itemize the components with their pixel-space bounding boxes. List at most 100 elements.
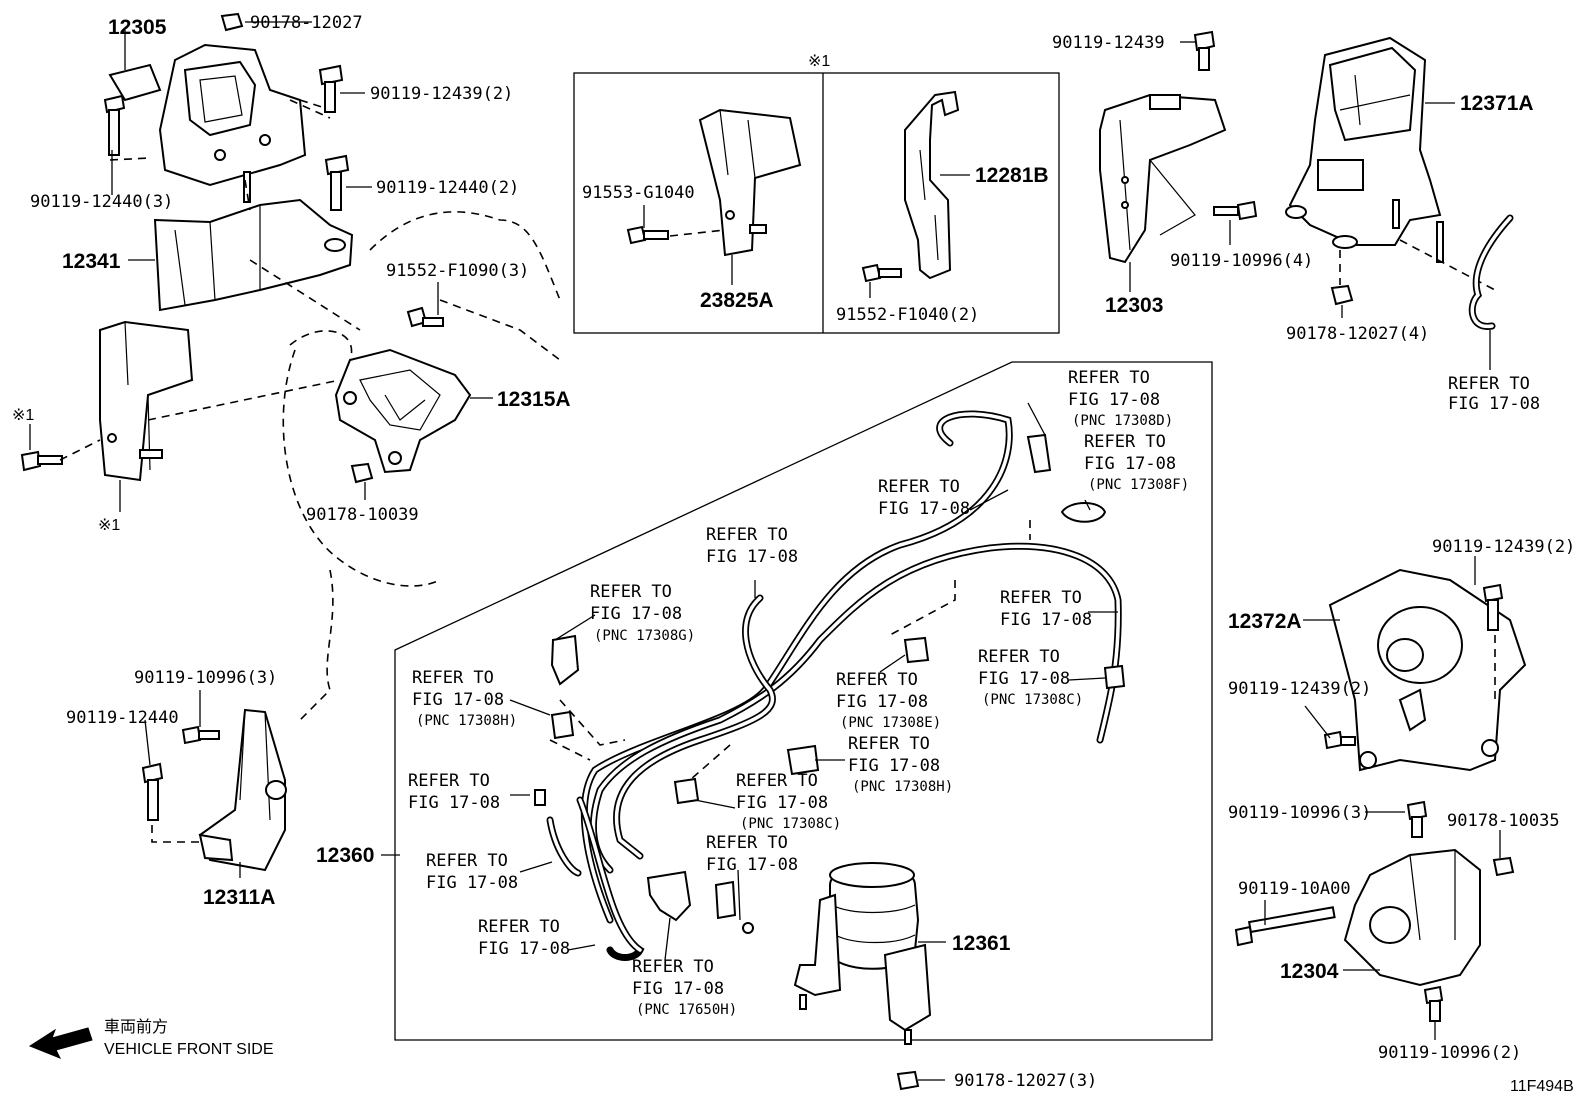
bracket-12341	[153, 198, 354, 312]
part-label-12303: 12303	[1105, 294, 1163, 317]
refer-line: REFER TO	[736, 771, 818, 791]
part-label-90119-10996-4: 90119-10996(4)	[1170, 251, 1313, 271]
refer-line: REFER TO	[590, 582, 672, 602]
refer-line: REFER TO	[632, 957, 714, 977]
hose-group-frame	[394, 361, 1213, 1041]
bracket-ref1-left	[99, 320, 194, 482]
part-label-90178-12027-4: 90178-12027(4)	[1286, 324, 1429, 344]
refer-fig-12371: FIG 17-08	[1448, 394, 1540, 414]
vehicle-front-arrow-icon	[28, 1027, 93, 1059]
leader-dash-inset	[669, 229, 726, 237]
refer-pnc: (PNC 17308G)	[594, 628, 695, 644]
refer-fig: FIG 17-08	[848, 756, 940, 776]
nut-90178-10035	[1492, 856, 1515, 877]
bolt-91552-f1040	[861, 263, 902, 283]
part-label-90119-10a00: 90119-10A00	[1238, 879, 1351, 899]
part-label-12372A: 12372A	[1228, 610, 1302, 633]
part-label-91552-f1090-3: 91552-F1090(3)	[386, 261, 529, 281]
part-label-90119-10996-3: 90119-10996(3)	[134, 668, 277, 688]
mount-12371A	[1285, 36, 1444, 263]
ref-mark-inset: ※1	[808, 53, 830, 70]
part-label-90119-12439-2-upper: 90119-12439(2)	[1432, 537, 1575, 557]
refer-line: REFER TO	[426, 851, 508, 871]
bolt-90119-12439-top	[1193, 30, 1216, 71]
bolt-90119-12440	[141, 762, 164, 821]
refer-fig: FIG 17-08	[878, 499, 970, 519]
refer-callout-c2: REFER TO FIG 17-08 (PNC 17308C)	[736, 771, 841, 832]
refer-callout-17650h: REFER TO FIG 17-08 (PNC 17650H)	[632, 957, 737, 1018]
hook-12281B	[904, 90, 960, 280]
refer-pnc: (PNC 17308D)	[1072, 413, 1173, 429]
mount-12361	[793, 862, 932, 1045]
part-label-12341: 12341	[62, 250, 121, 273]
refer-callout-h2: REFER TO FIG 17-08 (PNC 17308H)	[848, 734, 953, 795]
refer-line: REFER TO	[408, 771, 490, 791]
part-label-90119-12440-2: 90119-12440(2)	[376, 178, 519, 198]
refer-line: REFER TO	[412, 668, 494, 688]
nut-90178-12027-3	[896, 1070, 920, 1091]
refer-fig: FIG 17-08	[1084, 454, 1176, 474]
refer-callout-h1: REFER TO FIG 17-08 (PNC 17308H)	[412, 668, 517, 729]
bolt-91553-g1040	[626, 225, 669, 245]
part-label-12305: 12305	[108, 16, 167, 39]
leader-dash	[109, 99, 331, 161]
refer-fig: FIG 17-08	[632, 979, 724, 999]
part-label-90119-12439-2: 90119-12439(2)	[370, 84, 513, 104]
refer-pnc: (PNC 17308E)	[840, 715, 941, 731]
refer-fig: FIG 17-08	[1000, 610, 1092, 630]
refer-callout-upper-hose: REFER TO FIG 17-08	[878, 477, 970, 519]
part-label-90119-12440-3: 90119-12440(3)	[30, 192, 173, 212]
refer-line: REFER TO	[878, 477, 960, 497]
part-label-90119-12439: 90119-12439	[1052, 33, 1165, 53]
refer-fig: FIG 17-08	[590, 604, 682, 624]
bolt-90119-10996-3a	[181, 725, 220, 745]
engine-outline-dash	[282, 330, 441, 587]
vehicle-front-jp: 車両前方	[104, 1018, 168, 1036]
part-label-90119-10996-2: 90119-10996(2)	[1378, 1043, 1521, 1063]
leader-dash-12371	[1339, 239, 1496, 291]
nut-90178-12027-top	[220, 12, 244, 32]
leader-dash-3	[59, 379, 341, 461]
hose-leader-dashes	[549, 520, 1031, 781]
part-label-90178-12027-3: 90178-12027(3)	[954, 1071, 1097, 1091]
refer-line: REFER TO	[848, 734, 930, 754]
part-label-23825A: 23825A	[700, 289, 774, 312]
refer-callout-e: REFER TO FIG 17-08 (PNC 17308E)	[836, 670, 941, 731]
bolt-90119-12439-2b	[1482, 583, 1504, 631]
refer-callout-mid-hose: REFER TO FIG 17-08	[706, 525, 798, 567]
refer-line: REFER TO	[1000, 588, 1082, 608]
refer-callout-g: REFER TO FIG 17-08 (PNC 17308G)	[590, 582, 695, 644]
diagram-code: 11F494B	[1510, 1078, 1574, 1095]
refer-pnc: (PNC 17650H)	[636, 1002, 737, 1018]
refer-fig: FIG 17-08	[706, 855, 798, 875]
refer-callout-lower-hose: REFER TO FIG 17-08	[478, 917, 570, 959]
bolt-90119-12440-3	[103, 94, 126, 156]
refer-line: REFER TO	[1084, 432, 1166, 452]
vehicle-front-en: VEHICLE FRONT SIDE	[104, 1041, 274, 1058]
part-label-12281B: 12281B	[975, 164, 1049, 187]
hose-12360	[546, 410, 1122, 961]
refer-callout-left-hose: REFER TO FIG 17-08	[426, 851, 518, 893]
refer-line: REFER TO	[978, 647, 1060, 667]
bolt-90119-10A00	[1234, 906, 1336, 947]
part-label-90178-10039: 90178-10039	[306, 505, 419, 525]
refer-pnc: (PNC 17308F)	[1088, 477, 1189, 493]
refer-pnc: (PNC 17308C)	[982, 692, 1083, 708]
refer-pnc: (PNC 17308C)	[740, 816, 841, 832]
part-label-90119-10996-3-right: 90119-10996(3)	[1228, 803, 1371, 823]
bolt-90119-10996-4	[1213, 200, 1258, 221]
refer-line: REFER TO	[1068, 368, 1150, 388]
refer-line: REFER TO	[706, 833, 788, 853]
bracket-12304	[1343, 848, 1481, 987]
part-label-12361: 12361	[952, 932, 1011, 955]
part-label-91552-f1040-2: 91552-F1040(2)	[836, 305, 979, 325]
hose-clips	[534, 433, 1126, 934]
refer-callout-f: REFER TO FIG 17-08 (PNC 17308F)	[1084, 432, 1189, 493]
nut-90178-12027-4	[1330, 284, 1354, 306]
part-label-91553-g1040: 91553-G1040	[582, 183, 695, 203]
part-label-12311A: 12311A	[203, 886, 275, 909]
part-label-90178-12027: 90178-12027	[250, 13, 363, 33]
refer-line: REFER TO	[706, 525, 788, 545]
bolt-90119-10996-3b	[1406, 800, 1428, 838]
